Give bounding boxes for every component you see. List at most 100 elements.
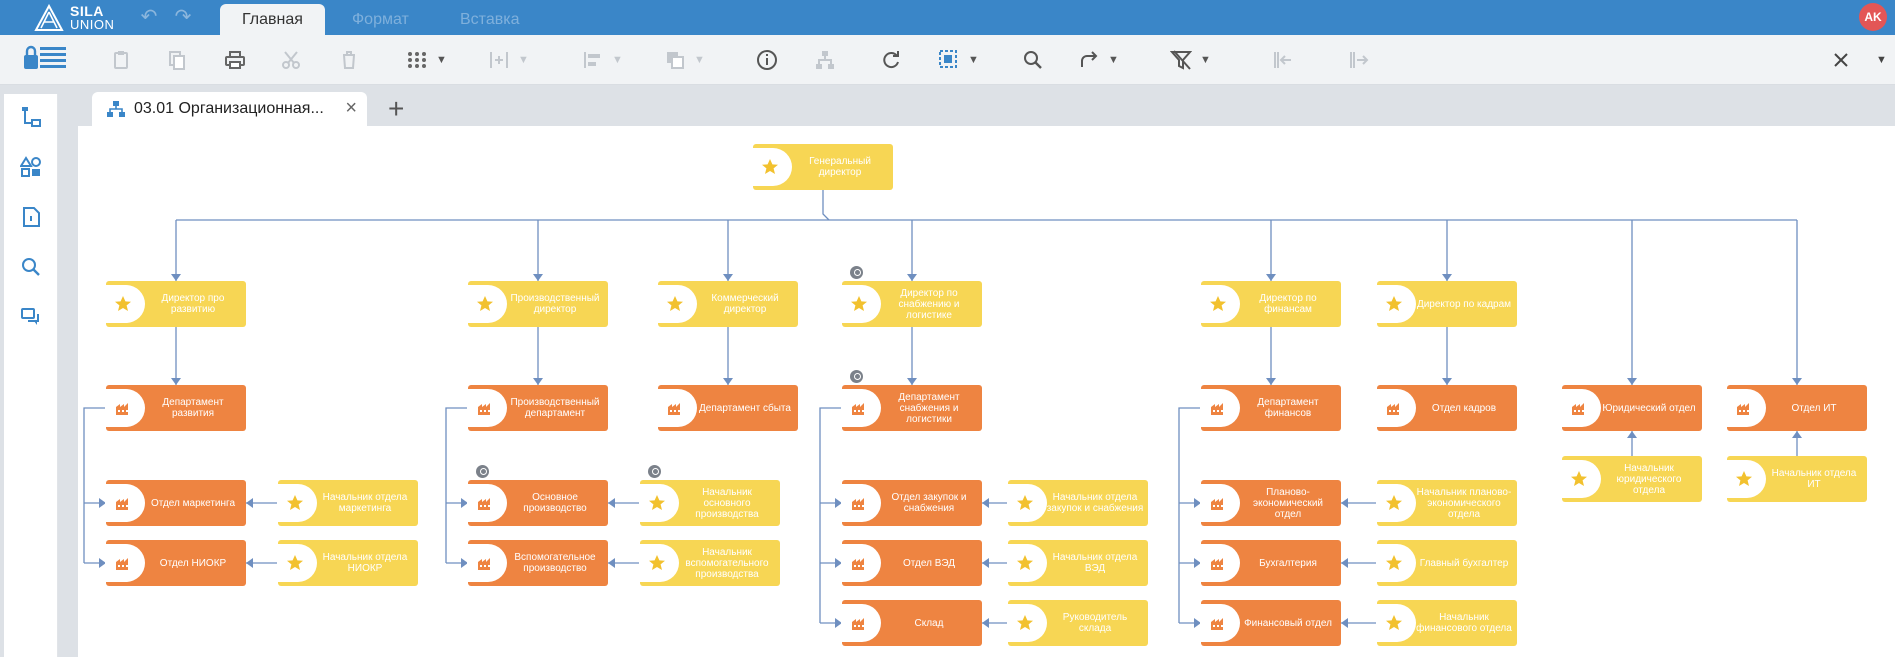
- org-node[interactable]: Финансовый отдел: [1200, 600, 1341, 646]
- org-node[interactable]: Отдел кадров: [1376, 385, 1517, 431]
- org-node[interactable]: Отдел ВЭД: [841, 540, 982, 586]
- group-badge-icon[interactable]: [850, 266, 863, 279]
- org-node[interactable]: Производственный директор: [467, 281, 608, 327]
- redo-icon[interactable]: ▼: [1078, 47, 1119, 73]
- org-node[interactable]: Юридический отдел: [1561, 385, 1702, 431]
- filter-icon[interactable]: ▼: [1170, 47, 1211, 73]
- star-icon: [849, 294, 869, 314]
- org-node[interactable]: Начальник отдела маркетинга: [277, 480, 418, 526]
- org-node[interactable]: Начальник отдела закупок и снабжения: [1007, 480, 1148, 526]
- group-badge-icon[interactable]: [476, 465, 489, 478]
- refresh-icon[interactable]: [880, 47, 902, 73]
- arrange-icon[interactable]: ▼: [664, 47, 705, 73]
- group-badge-icon[interactable]: [648, 465, 661, 478]
- org-node[interactable]: Планово-экономический отдел: [1200, 480, 1341, 526]
- tab-home[interactable]: Главная: [220, 4, 325, 35]
- node-icon-bubble: [841, 389, 881, 427]
- org-node[interactable]: Производственный департамент: [467, 385, 608, 431]
- document-tab[interactable]: 03.01 Организационная... ×: [92, 92, 367, 126]
- redo-history-icon[interactable]: ↷: [174, 6, 192, 28]
- org-node[interactable]: Начальник отдела ВЭД: [1007, 540, 1148, 586]
- org-node[interactable]: Начальник отдела НИОКР: [277, 540, 418, 586]
- org-node-label: Департамент снабжения и логистики: [898, 391, 960, 425]
- building-icon: [1208, 553, 1228, 573]
- org-node[interactable]: Отдел НИОКР: [105, 540, 246, 586]
- node-icon-bubble: [639, 484, 679, 522]
- undo-icon[interactable]: ↶: [140, 6, 158, 28]
- org-node[interactable]: Начальник финансового отдела: [1376, 600, 1517, 646]
- lock-list-icon[interactable]: [22, 45, 68, 71]
- node-icon-bubble: [841, 544, 881, 582]
- node-icon-bubble: [1200, 389, 1240, 427]
- connector-arrow: [533, 274, 543, 281]
- delete-icon[interactable]: [338, 47, 360, 73]
- collapse-left-icon[interactable]: [1272, 47, 1294, 73]
- org-node[interactable]: Директор по финансам: [1200, 281, 1341, 327]
- info-icon[interactable]: [756, 47, 778, 73]
- org-node[interactable]: Отдел закупок и снабжения: [841, 480, 982, 526]
- org-node[interactable]: Вспомогательное производство: [467, 540, 608, 586]
- tab-format[interactable]: Формат: [352, 11, 409, 28]
- org-node[interactable]: Начальник вспомогательного производства: [639, 540, 780, 586]
- org-node[interactable]: Склад: [841, 600, 982, 646]
- org-node[interactable]: Коммерческий директор: [657, 281, 798, 327]
- select-icon[interactable]: ▼: [938, 47, 979, 73]
- search-side-icon[interactable]: [20, 256, 42, 278]
- org-node[interactable]: Директор по снабжению и логистике: [841, 281, 982, 327]
- add-tab-button[interactable]: +: [388, 93, 405, 124]
- close-tab-icon[interactable]: ×: [345, 97, 357, 119]
- connector-arrow: [1194, 558, 1201, 568]
- grid-icon[interactable]: ▼: [406, 47, 447, 73]
- org-node[interactable]: Основное производство: [467, 480, 608, 526]
- org-node[interactable]: Бухгалтерия: [1200, 540, 1341, 586]
- user-avatar[interactable]: AK: [1859, 3, 1887, 31]
- org-node[interactable]: Департамент финансов: [1200, 385, 1341, 431]
- org-node[interactable]: Начальник планово-экономического отдела: [1376, 480, 1517, 526]
- close-icon[interactable]: [1830, 47, 1852, 73]
- node-icon-bubble: [277, 544, 317, 582]
- print-icon[interactable]: [224, 47, 246, 73]
- group-badge-icon[interactable]: [850, 370, 863, 383]
- connector-arrow: [982, 618, 989, 628]
- org-node-label: Начальник отдела ИТ: [1771, 468, 1857, 490]
- connector-lines: [83, 190, 1802, 628]
- cut-icon[interactable]: [280, 47, 302, 73]
- copy-icon[interactable]: [166, 47, 188, 73]
- shapes-icon[interactable]: [19, 156, 42, 178]
- org-node-label: Начальник планово-экономического отдела: [1416, 486, 1512, 520]
- expand-right-icon[interactable]: [1348, 47, 1370, 73]
- comments-icon[interactable]: [20, 306, 42, 328]
- building-icon: [849, 398, 869, 418]
- org-node-label: Отдел кадров: [1431, 402, 1497, 414]
- org-node[interactable]: Начальник юридического отдела: [1561, 456, 1702, 502]
- org-node[interactable]: Департамент снабжения и логистики: [841, 385, 982, 431]
- align-left-icon[interactable]: ▼: [582, 47, 623, 73]
- org-node[interactable]: Главный бухгалтер: [1376, 540, 1517, 586]
- org-node[interactable]: Департамент развития: [105, 385, 246, 431]
- left-sidebar: [4, 94, 58, 657]
- chevron-down-icon[interactable]: ▼: [1876, 54, 1887, 66]
- connector-arrow: [1194, 498, 1201, 508]
- paste-icon[interactable]: [110, 47, 132, 73]
- org-node[interactable]: Начальник отдела ИТ: [1726, 456, 1867, 502]
- org-node[interactable]: Руководитель склада: [1007, 600, 1148, 646]
- tree-icon[interactable]: [20, 106, 42, 128]
- hierarchy-icon[interactable]: [814, 47, 836, 73]
- org-node[interactable]: Директор по кадрам: [1376, 281, 1517, 327]
- org-node[interactable]: Отдел маркетинга: [105, 480, 246, 526]
- org-node[interactable]: Директор про развитию: [105, 281, 246, 327]
- org-node[interactable]: Генеральный директор: [752, 144, 893, 190]
- org-node[interactable]: Начальник основного производства: [639, 480, 780, 526]
- document-icon[interactable]: [20, 206, 42, 228]
- org-node[interactable]: Департамент сбыта: [657, 385, 798, 431]
- node-icon-bubble: [1726, 389, 1766, 427]
- node-icon-bubble: [1561, 389, 1601, 427]
- top-bar: SILA UNION ↶ ↷ Главная Формат Вставка AK: [0, 0, 1895, 35]
- connector-arrow: [1266, 274, 1276, 281]
- search-icon[interactable]: [1022, 47, 1044, 73]
- tab-insert[interactable]: Вставка: [460, 11, 520, 28]
- align-insert-icon[interactable]: ▼: [488, 47, 529, 73]
- org-node[interactable]: Отдел ИТ: [1726, 385, 1867, 431]
- org-node-label: Начальник юридического отдела: [1616, 462, 1682, 496]
